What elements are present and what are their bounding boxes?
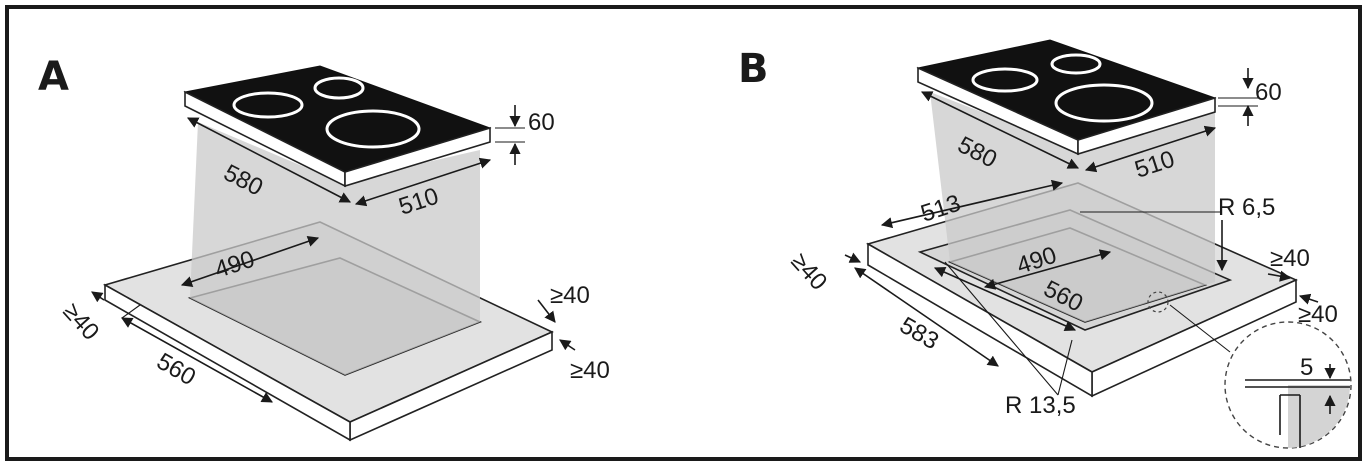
- panel-a-side-clearance-label: ≥40: [570, 357, 610, 384]
- panel-a-hob-height-label: 60: [528, 109, 555, 136]
- panel-b-edge-detail: [1147, 291, 1352, 449]
- panel-b-radius-large-label: R 13,5: [1005, 392, 1076, 419]
- panel-b-dimension-lines: [844, 68, 1319, 396]
- panel-a-label: A: [38, 54, 69, 100]
- cooking-zone-2: [1050, 53, 1102, 75]
- panel-b-label: B: [738, 46, 769, 92]
- panel-a-cutout-width-label: 560: [152, 348, 200, 391]
- panel-b-front-clearance-label: ≥40: [786, 248, 833, 296]
- panel-b-recess-length-label: 583: [895, 312, 943, 355]
- panel-b-radius-small-label: R 6,5: [1218, 194, 1275, 221]
- panel-b-hob-height-label: 60: [1255, 79, 1282, 106]
- cooking-zone-1: [232, 91, 304, 119]
- panel-a-back-clearance-label: ≥40: [550, 282, 590, 309]
- panel-a-front-clearance-label: ≥40: [58, 298, 105, 346]
- panel-b-side-clearance-1-label: ≥40: [1270, 245, 1310, 272]
- panel-b: B: [738, 39, 1352, 449]
- panel-a: A: [38, 54, 610, 442]
- cooking-zone-2: [313, 76, 365, 100]
- panel-b-detail-depth-label: 5: [1300, 354, 1313, 381]
- cooking-zone-1: [971, 67, 1039, 93]
- panel-a-dimension-lines: [91, 105, 576, 403]
- panel-b-side-clearance-2-label: ≥40: [1298, 301, 1338, 328]
